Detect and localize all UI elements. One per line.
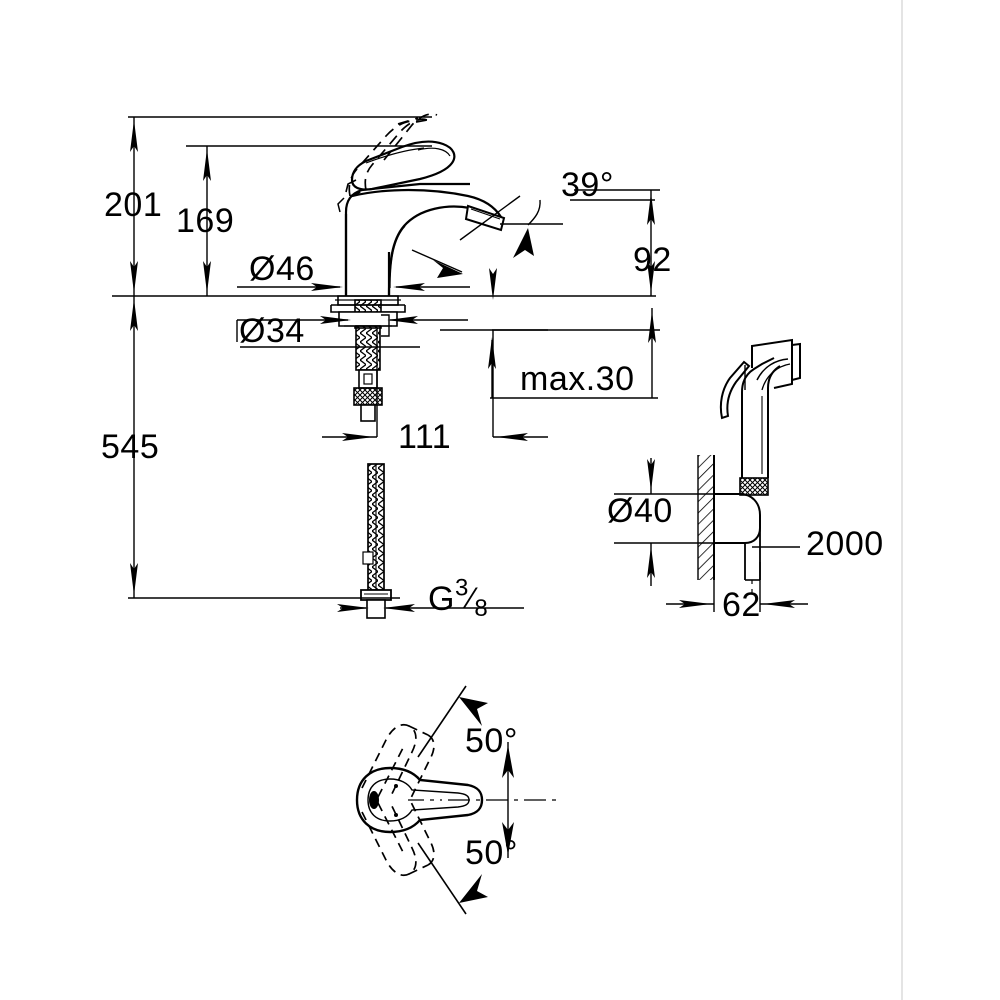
dim-label-spout-reach: 92: [633, 241, 672, 279]
thread-denominator: 8: [474, 594, 489, 622]
dim-label-spout-height: 169: [176, 202, 235, 240]
thread-letter: G: [428, 580, 455, 618]
fraction-slash: ⁄: [468, 582, 475, 615]
thread-numerator: 3: [454, 574, 469, 602]
mixer-body-geometry: [330, 113, 506, 422]
dim-label-supply-drop: 545: [101, 428, 160, 466]
dimension-arrowheads-side: [647, 459, 795, 608]
thread-fraction: 3⁄8: [455, 576, 488, 620]
supply-hose-geometry: [360, 463, 392, 619]
lever-top-view-geometry: [355, 685, 560, 915]
dim-label-total-height: 201: [104, 186, 163, 224]
dim-label-max-deck-thickness: max.30: [520, 360, 635, 398]
dim-label-projection: 111: [398, 418, 452, 456]
dim-label-wall-union-projection: 62: [722, 586, 761, 624]
dim-label-aerator-angle: 39°: [561, 166, 614, 204]
dim-label-shank-diameter: Ø34: [239, 312, 305, 350]
dim-label-swivel-left: 50°: [465, 722, 518, 760]
dim-label-wall-union-diameter: Ø40: [607, 492, 673, 530]
angle-arrowheads: [459, 697, 514, 903]
dim-label-body-diameter: Ø46: [249, 250, 315, 288]
dim-label-swivel-right: 50°: [465, 834, 518, 872]
dimension-arrowheads: [130, 120, 656, 612]
dim-label-hose-length: 2000: [806, 525, 884, 563]
dim-label-supply-thread: G3⁄8: [428, 576, 488, 620]
